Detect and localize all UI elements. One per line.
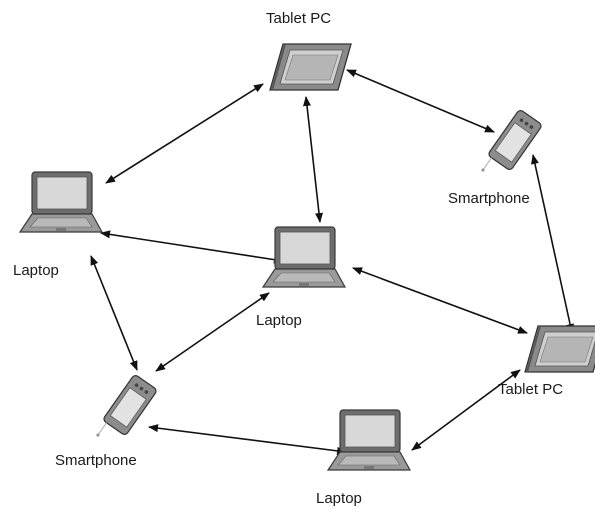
laptop-left-label: Laptop (13, 262, 59, 279)
edge-laptop-left-smartphone-bottom (90, 255, 138, 371)
laptop-left-laptop-icon (18, 171, 104, 233)
tablet-right-tablet-icon (524, 325, 595, 373)
edge-tablet-top-laptop-center (303, 96, 323, 223)
laptop-center-label: Laptop (256, 312, 302, 329)
edge-laptop-left-laptop-center (100, 230, 284, 264)
tablet-right-label: Tablet PC (498, 381, 564, 398)
smartphone-right-smartphone-icon (481, 110, 542, 172)
edge-laptop-center-tablet-right (352, 267, 528, 334)
edge-laptop-center-smartphone-bottom (155, 292, 270, 372)
smartphone-bottom-label: Smartphone (55, 452, 137, 469)
laptop-bottom-label: Laptop (316, 490, 362, 507)
smartphone-bottom-smartphone-icon (96, 375, 157, 437)
tablet-top-label: Tablet PC (266, 10, 332, 27)
edge-smartphone-right-tablet-right (531, 154, 574, 334)
laptop-center-laptop-icon (261, 226, 347, 288)
edge-tablet-top-smartphone-right (346, 69, 495, 133)
edge-tablet-right-laptop-bottom (411, 369, 521, 451)
edge-tablet-top-laptop-left (105, 83, 264, 184)
laptop-bottom-laptop-icon (326, 409, 412, 471)
edge-smartphone-bottom-laptop-bottom (148, 424, 347, 455)
smartphone-right-label: Smartphone (448, 190, 530, 207)
tablet-top-tablet-icon (269, 43, 352, 91)
